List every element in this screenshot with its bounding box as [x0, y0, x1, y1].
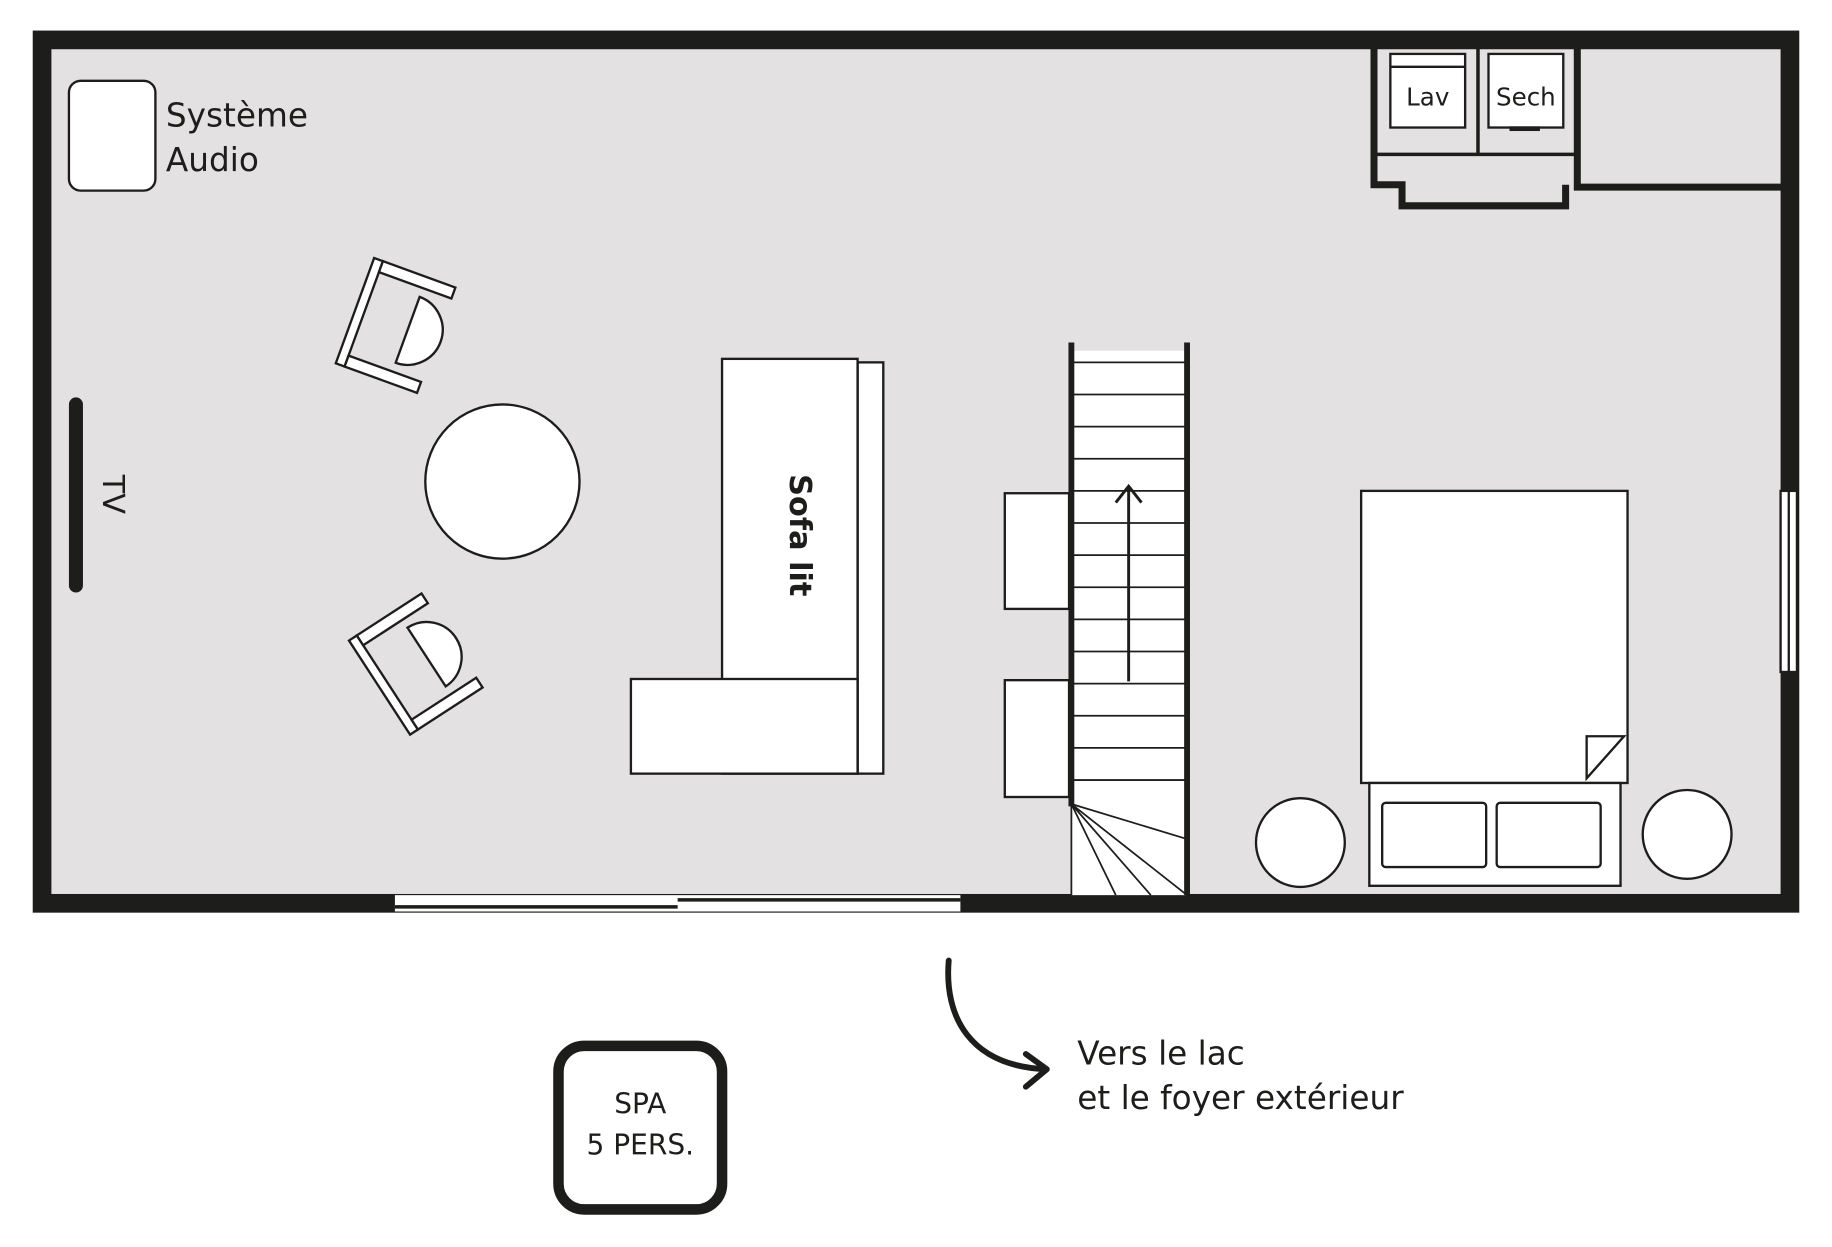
- sofa-bed: Sofa lit: [629, 357, 885, 775]
- spa: [553, 1040, 728, 1215]
- bed: [1359, 489, 1629, 887]
- armchair-bottom: [347, 591, 485, 737]
- side-table: [1003, 678, 1071, 799]
- nightstand-left: [1254, 797, 1346, 889]
- dryer-label: Sech: [1496, 82, 1556, 111]
- audio-system: [67, 79, 157, 192]
- sofa-label: Sofa lit: [782, 474, 817, 596]
- exit-label-line2: et le foyer extérieur: [1077, 1079, 1404, 1117]
- staircase[interactable]: [1068, 342, 1190, 896]
- laundry-closet: Lav Sech: [1370, 46, 1783, 210]
- exit-arrow-icon: [945, 957, 1049, 1073]
- nightstand-right: [1641, 788, 1733, 880]
- round-table: [424, 403, 581, 560]
- audio-label-line1: Système: [166, 96, 308, 134]
- exit-label-line1: Vers le lac: [1077, 1035, 1245, 1073]
- tv-label: TV: [95, 474, 130, 515]
- spa-label-line2: 5 PERS.: [586, 1129, 694, 1162]
- audio-label-line2: Audio: [166, 141, 259, 179]
- washer-label: Lav: [1406, 82, 1449, 111]
- tv: [68, 397, 83, 593]
- spa-label-line1: SPA: [614, 1088, 666, 1121]
- armchair-top: [334, 256, 457, 395]
- sliding-door[interactable]: [394, 895, 961, 912]
- side-table: [1003, 492, 1071, 611]
- dryer: [1487, 52, 1565, 129]
